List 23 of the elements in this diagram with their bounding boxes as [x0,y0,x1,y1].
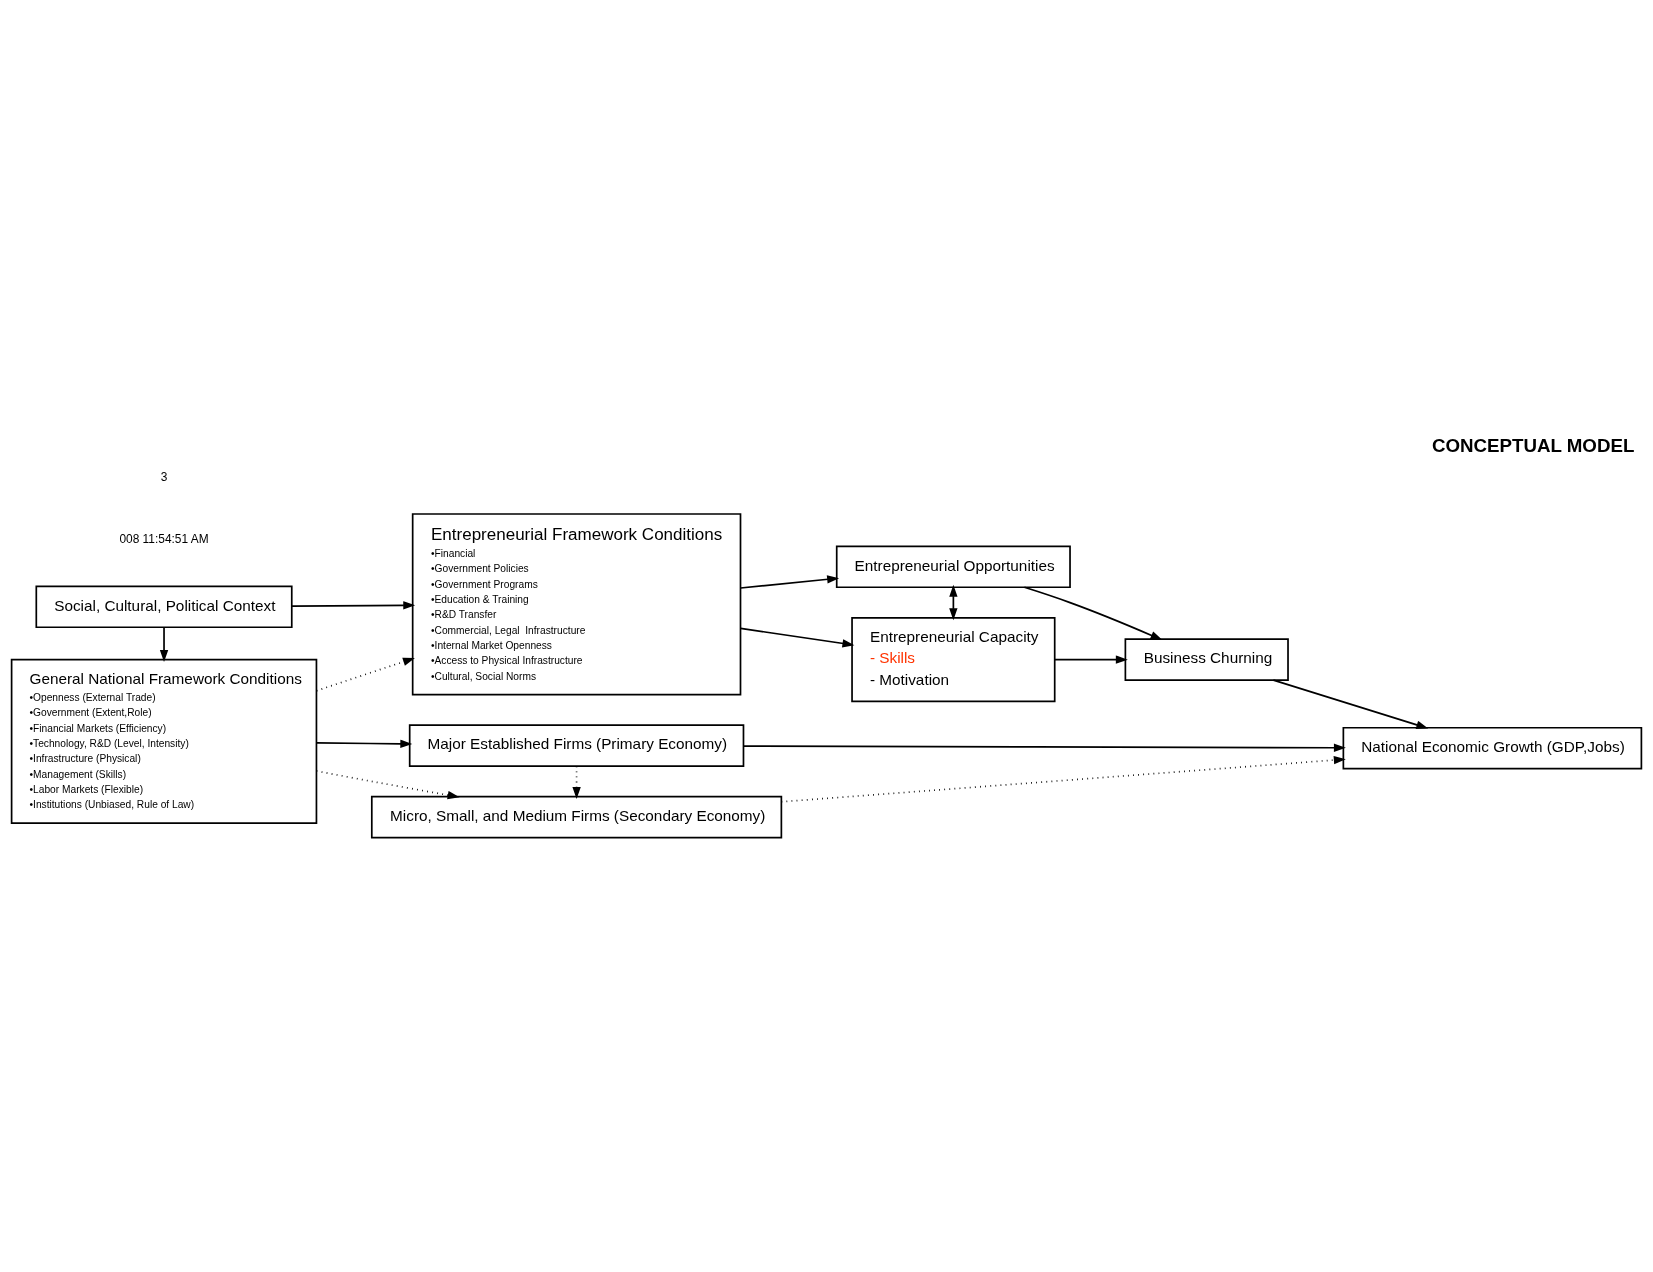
node-box: National Economic Growth (GDP,Jobs) [1342,726,1643,770]
arrow [1272,679,1429,729]
node-box: Business Churning [1124,638,1289,681]
node-box: Entrepreneurial Capacity - Skills - Motivation [851,617,1056,703]
node-box: General National Framework Conditions •Openness (External Trade) •Government (Extent,Role) •Financial Markets (Efficiency) •Technology, R&D (Level, Intensity) •Infrastructure (Physical) •Management (Skills) •Labor Markets (Flexible) •Institutions (Unbiased, Rule of Law) [10,658,318,824]
arrow [315,770,460,800]
arrow [739,627,855,648]
arrow [159,626,169,662]
node-box: Micro, Small, and Medium Firms (Secondary Economy) [370,795,783,839]
arrow [1053,655,1128,664]
label: 008 11:54:51 AM [119,531,209,546]
arrow [315,739,413,748]
label: 3 [160,469,168,484]
arrow [739,575,840,589]
node-box: Major Established Firms (Primary Economy) [408,724,745,767]
diagram-title: CONCEPTUAL MODEL [1431,434,1635,456]
node-box: Entrepreneurial Opportunities [835,545,1071,589]
arrow [742,743,1346,752]
arrow [780,755,1346,803]
node-box: Entrepreneurial Framework Conditions •Financial •Government Policies •Government Programs •Education & Training •R&D Transfer •Commercial, Legal Infrastructure •Internal Market Openness •Access to Physical Infrastructure •Cultural, Social Norms [411,513,742,696]
node-box: Social, Cultural, Political Context [35,585,293,629]
arrow [1023,586,1163,641]
arrow [290,601,416,610]
